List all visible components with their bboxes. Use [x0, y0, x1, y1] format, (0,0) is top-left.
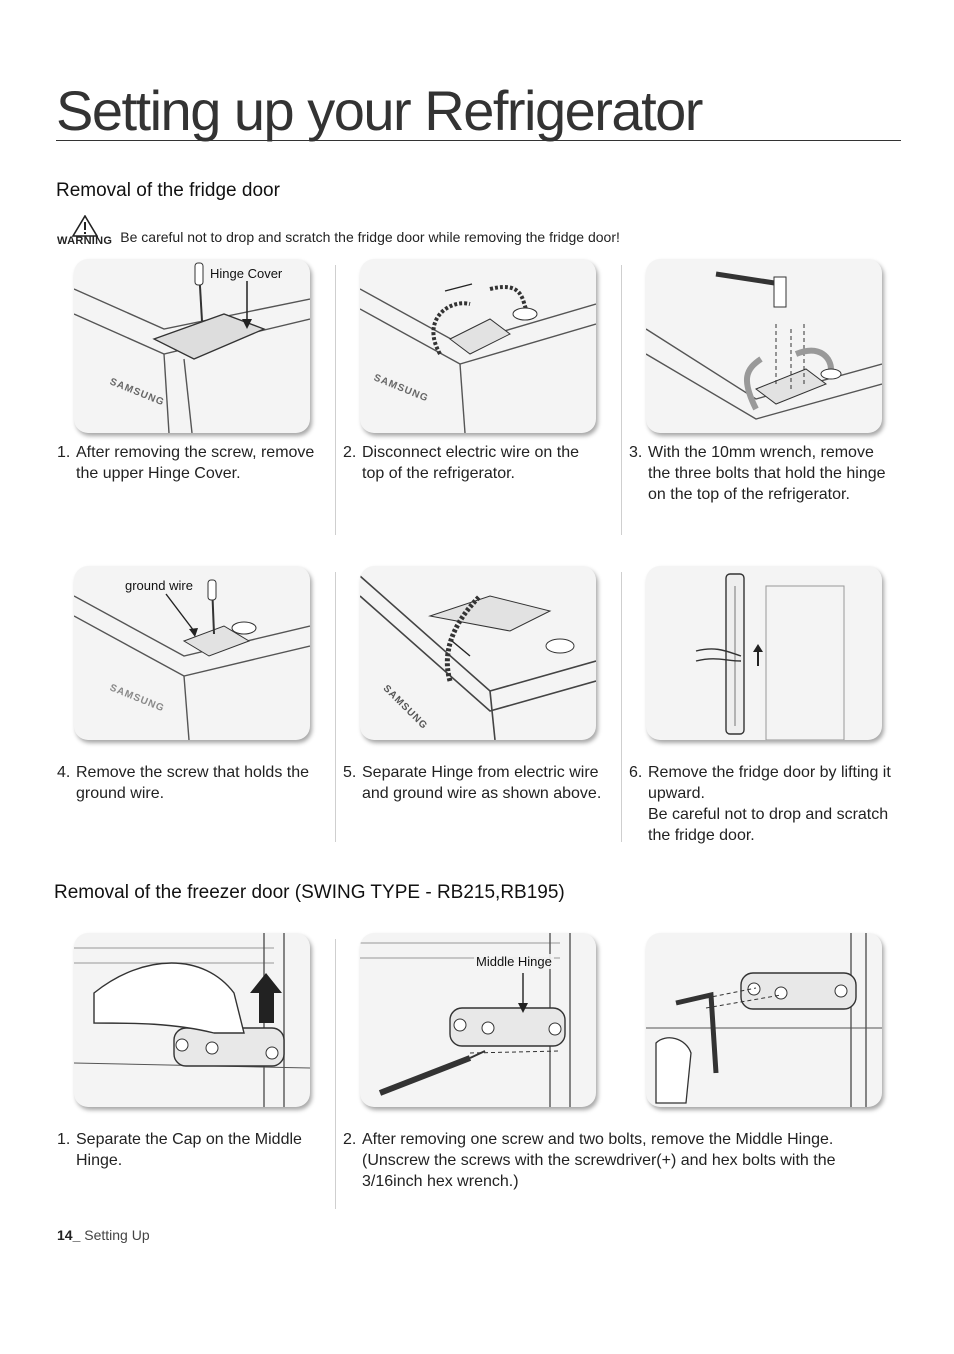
- section-heading-freezer: Removal of the freezer door (SWING TYPE …: [54, 882, 565, 903]
- step-text: Separate Hinge from electric wire and gr…: [362, 764, 602, 802]
- step-4: 4. Remove the screw that holds the groun…: [57, 762, 332, 804]
- warning-triangle-icon: [71, 215, 98, 237]
- freezer-step-1: 1. Separate the Cap on the Middle Hinge.: [57, 1129, 332, 1171]
- warning-notice: WARNING Be careful not to drop and scrat…: [57, 215, 620, 247]
- callout-middle-hinge: Middle Hinge: [474, 954, 554, 969]
- step-number: 6.: [629, 764, 643, 781]
- illustration-freezer-step-2b: [646, 933, 882, 1107]
- freezer-step-2: 2. After removing one screw and two bolt…: [343, 1129, 883, 1192]
- step-text: After removing one screw and two bolts, …: [362, 1131, 836, 1190]
- page-footer: 14_ Setting Up: [57, 1227, 150, 1243]
- step-number: 1.: [57, 1131, 71, 1148]
- step-number: 2.: [343, 444, 357, 461]
- warning-text: Be careful not to drop and scratch the f…: [120, 229, 620, 245]
- footer-section: Setting Up: [84, 1227, 150, 1243]
- step-text-block: Remove the fridge door by lifting it upw…: [648, 762, 894, 846]
- step-2: 2. Disconnect electric wire on the top o…: [343, 442, 603, 484]
- step-text: After removing the screw, remove the upp…: [76, 444, 315, 482]
- step-text-caution: Be careful not to drop and scratch the f…: [648, 806, 889, 844]
- column-divider: [621, 572, 622, 842]
- callout-hinge-cover: Hinge Cover: [208, 266, 285, 281]
- step-number: 5.: [343, 764, 357, 781]
- illustration-step-2: [360, 259, 596, 433]
- column-divider: [335, 939, 336, 1209]
- illustration-step-1: [74, 259, 310, 433]
- step-text: Remove the fridge door by lifting it upw…: [648, 764, 891, 802]
- step-number: 4.: [57, 764, 71, 781]
- step-text: With the 10mm wrench, remove the three b…: [648, 444, 886, 503]
- column-divider: [335, 265, 336, 535]
- step-number: 1.: [57, 444, 71, 461]
- step-1: 1. After removing the screw, remove the …: [57, 442, 332, 484]
- page-title: Setting up your Refrigerator: [56, 79, 703, 142]
- illustration-freezer-step-1: [74, 933, 310, 1107]
- step-number: 3.: [629, 444, 643, 461]
- section-heading-fridge: Removal of the fridge door: [56, 180, 280, 201]
- illustration-step-5: [360, 566, 596, 740]
- column-divider: [335, 572, 336, 842]
- step-5: 5. Separate Hinge from electric wire and…: [343, 762, 603, 804]
- callout-ground-wire: ground wire: [123, 578, 195, 593]
- step-text: Disconnect electric wire on the top of t…: [362, 444, 579, 482]
- illustration-step-6: [646, 566, 882, 740]
- page-number: 14_: [57, 1227, 81, 1243]
- step-number: 2.: [343, 1131, 357, 1148]
- warning-block: WARNING: [57, 215, 112, 247]
- column-divider: [621, 265, 622, 535]
- illustration-step-4: [74, 566, 310, 740]
- step-6: 6. Remove the fridge door by lifting it …: [629, 762, 894, 846]
- warning-label: WARNING: [57, 235, 113, 247]
- illustration-step-3: [646, 259, 882, 433]
- title-rule: [56, 140, 901, 141]
- step-3: 3. With the 10mm wrench, remove the thre…: [629, 442, 889, 505]
- step-text: Remove the screw that holds the ground w…: [76, 764, 310, 802]
- step-text: Separate the Cap on the Middle Hinge.: [76, 1131, 302, 1169]
